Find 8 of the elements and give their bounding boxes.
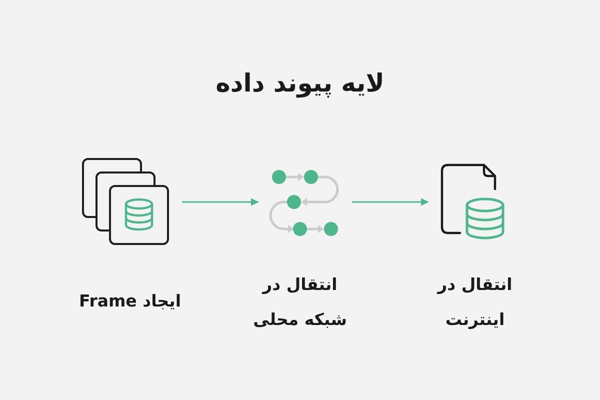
document-database-icon (440, 162, 506, 242)
step-label: انتقال در شبکه محلی (252, 274, 348, 331)
arrow (352, 198, 429, 206)
title: لایه پیوند داده (216, 68, 384, 98)
stacked-frames-icon (82, 158, 170, 246)
step-label: ایجاد Frame (78, 290, 182, 312)
step-label: انتقال در اینترنت (436, 274, 514, 331)
arrow (182, 198, 259, 206)
